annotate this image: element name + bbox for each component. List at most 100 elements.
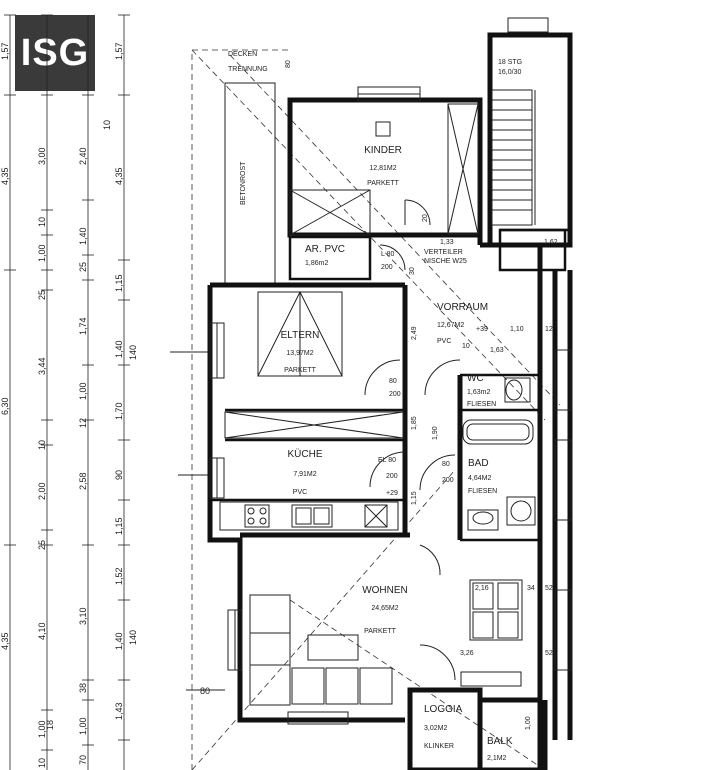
room-balk-name: BALK (487, 736, 513, 747)
dim-col4-1: 4,35 (114, 167, 124, 185)
inner-dim-19: 1,00 (525, 716, 532, 730)
dim-col2-2: 1,00 (37, 244, 47, 262)
dim-col3-3: 1,74 (78, 317, 88, 335)
dim-extra-1: 140 (128, 345, 138, 360)
inner-dim-17: 3,26 (460, 650, 474, 657)
room-wohnen-area: 24,65M2 (371, 605, 398, 612)
room-loggia-name: LOGGIA (424, 704, 463, 715)
room-bad-name: BAD (468, 458, 489, 469)
room-vorraum-area: 12,67M2 (437, 322, 464, 329)
room-labels: KINDER 12,81M2 PARKETT AR. PVC 1,86m2 EL… (228, 51, 522, 762)
dim-col2-6: 2,00 (37, 482, 47, 500)
dim-col3-5: 12 (78, 418, 88, 428)
label-trennung: TRENNUNG (228, 66, 268, 73)
room-kinder-floor: PARKETT (367, 180, 399, 187)
inner-dim-8: +39 (476, 326, 488, 333)
stairs-sub: 16,0/30 (498, 69, 521, 76)
inner-dim-0: 1,33 (440, 239, 454, 246)
inner-dim-15: 34 (527, 585, 535, 592)
bath-fixtures (462, 377, 536, 531)
kitchen-fixtures (219, 501, 399, 531)
inner-dim-7: 1,15 (411, 491, 418, 505)
left-dimension-chains: 1,57 4,35 6,30 4,35 3,00 10 1,00 25 3,44… (0, 14, 225, 770)
dim-col1-3: 4,35 (0, 632, 10, 650)
room-wc-name: WC (467, 373, 484, 384)
door-80-eltern: 80 (389, 378, 397, 385)
dim-col3-7: 3,10 (78, 607, 88, 625)
dim-col2-10: 10 (37, 758, 47, 768)
room-ar-area: 1,86m2 (305, 260, 328, 267)
dim-80-left: 80 (200, 686, 210, 696)
isg-logo: ISG (15, 15, 95, 91)
dim-col1-2: 6,30 (0, 397, 10, 415)
room-wc-area: 1,63m2 (467, 389, 490, 396)
room-loggia-area: 3,02M2 (424, 725, 447, 732)
inner-dimensions: 1,33 20 30 1,62 2,49 1,85 1,90 1,15 +39 … (285, 60, 558, 730)
dim-col2-1: 10 (37, 217, 47, 227)
dim-col3-10: 70 (78, 755, 88, 765)
label-decken: DECKEN (228, 51, 257, 58)
dim-col3-0: 2,40 (78, 147, 88, 165)
room-wohnen-name: WOHNEN (362, 585, 408, 596)
dim-col2-0: 3,00 (37, 147, 47, 165)
room-kinder-area: 12,81M2 (369, 165, 396, 172)
label-betonrost: BETONROST (240, 161, 247, 205)
door-200-ar: 200 (381, 264, 393, 271)
dim-col3-9: 1,00 (78, 717, 88, 735)
dim-col1-1: 4,35 (0, 167, 10, 185)
windows (209, 17, 572, 725)
inner-dim-14: 2,16 (475, 585, 489, 592)
dim-col4-2: 1,15 (114, 274, 124, 292)
door-200-kuche: 200 (386, 473, 398, 480)
stairs-label: 18 STG (498, 59, 522, 66)
label-nische: NISCHE W25 (424, 258, 467, 265)
dim-col4-3: 1,40 (114, 340, 124, 358)
room-bad-floor: FLIESEN (468, 488, 497, 495)
dim-col2-9: 1,00 (37, 720, 47, 738)
room-eltern-floor: PARKETT (284, 367, 316, 374)
dim-col3-4: 1,00 (78, 382, 88, 400)
door-200-bad: 200 (442, 477, 454, 484)
dim-col3-1: 1,40 (78, 227, 88, 245)
room-loggia-floor: KLINKER (424, 743, 454, 750)
dim-extra-3: 140 (128, 630, 138, 645)
dim-col3-6: 2,58 (78, 472, 88, 490)
dim-col3-8: 38 (78, 683, 88, 693)
dim-col2-7: 25 (37, 540, 47, 550)
inner-dim-11: 12 (545, 326, 553, 333)
dim-col4-6: 1,15 (114, 517, 124, 535)
dim-col2-8: 4,10 (37, 622, 47, 640)
room-ar-name: AR. PVC (305, 244, 345, 255)
room-vorraum-name: VORRAUM (437, 302, 488, 313)
wohnen-furniture (249, 579, 523, 706)
inner-dim-3: 1,62 (544, 239, 558, 246)
inner-dim-5: 1,85 (411, 416, 418, 430)
inner-dim-2: 30 (409, 267, 416, 275)
room-kuche-floor: PVC (293, 489, 307, 496)
dim-col4-7: 1,52 (114, 567, 124, 585)
room-wc-floor: FLIESEN (467, 401, 496, 408)
door-80-bad: 80 (442, 461, 450, 468)
door-80-kuche: EL 80 (378, 457, 396, 464)
inner-dim-13: +29 (386, 490, 398, 497)
inner-dim-21: 80 (285, 60, 292, 68)
dim-col4-0: 1,57 (114, 42, 124, 60)
door-80-ar: L 80 (381, 251, 394, 258)
dim-col4-5: 90 (114, 470, 124, 480)
inner-dim-16: 52 (545, 585, 553, 592)
dim-col4-8: 1,40 (114, 632, 124, 650)
inner-dim-1: 20 (422, 214, 429, 222)
dim-col3-2: 25 (78, 262, 88, 272)
room-kuche-name: KÜCHE (287, 448, 322, 460)
eltern-furniture (224, 290, 404, 439)
dim-col4-4: 1,70 (114, 402, 124, 420)
room-vorraum-floor: PVC (437, 338, 451, 345)
stairs (491, 89, 536, 226)
inner-dim-4: 2,49 (411, 326, 418, 340)
inner-dim-12: 10 (462, 343, 470, 350)
kinder-furniture (289, 103, 479, 236)
doors (364, 199, 461, 681)
dim-extra-0: 10 (102, 120, 112, 130)
dim-col2-3: 25 (37, 290, 47, 300)
